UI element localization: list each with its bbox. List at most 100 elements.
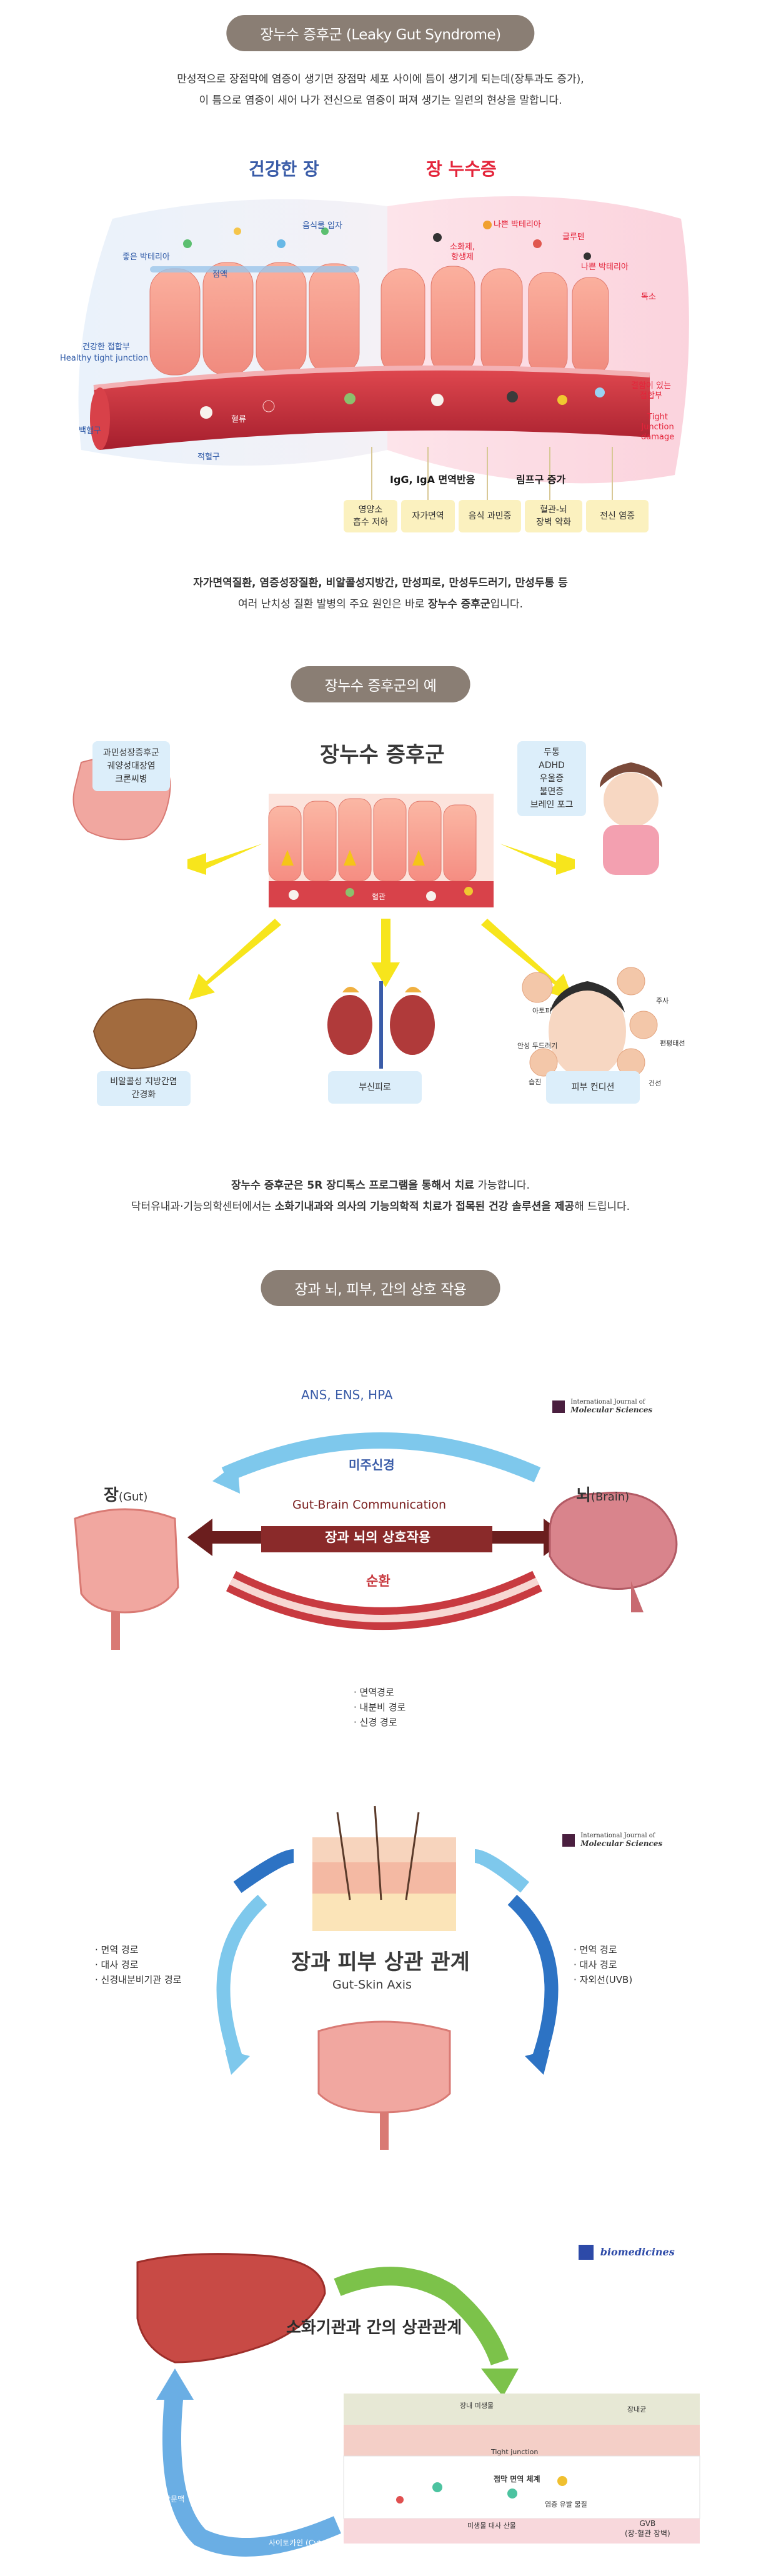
gut-brain-routes: · 면역경로 · 내분비 경로 · 신경 경로 <box>354 1685 405 1730</box>
skin-label-psoriasis: 건선 <box>649 1079 662 1087</box>
label-gbc-ko: 장과 뇌의 상호작용 <box>325 1530 431 1545</box>
gs-left-route-3: · 신경내분비기관 경로 <box>95 1974 182 1985</box>
gut-brain-diagram <box>74 1432 678 1650</box>
label-toxin: 독소 <box>641 292 656 302</box>
journal-1-big: Molecular Sciences <box>570 1405 653 1414</box>
section2-text-1: 장누수 증후군은 5R 장디톡스 프로그램을 통해서 치료 가능합니다. <box>0 1175 761 1196</box>
journal-2-small: International Journal of <box>580 1832 655 1839</box>
journal-3-name: biomedicines <box>600 2246 675 2258</box>
section2-text-1-post: 가능합니다. <box>474 1179 530 1192</box>
gs-right-route-2-text: 대사 경로 <box>579 1959 617 1970</box>
gs-left-route-2-text: 대사 경로 <box>101 1959 139 1970</box>
label-brain-en: (Brain) <box>590 1490 630 1504</box>
summary-line-2-bold: 장누수 증후군 <box>427 598 490 611</box>
section2-text-2: 닥터유내과·기능의학센터에서는 소화기내과와 의사의 기능의학적 치료가 접목된… <box>0 1196 761 1217</box>
gs-left-route-2: · 대사 경로 <box>95 1959 139 1970</box>
label-bad-bacteria: 나쁜 박테리아 <box>494 220 541 229</box>
label-food-particles: 음식물 입자 <box>302 221 342 231</box>
label-gut-en: (Gut) <box>118 1490 148 1504</box>
effect-box-3: 음식 과민증 <box>459 500 521 532</box>
intro-line-1: 만성적으로 장점막에 염증이 생기면 장점막 세포 사이에 틈이 생기게 되는데… <box>177 73 584 86</box>
gs-left-route-1: · 면역 경로 <box>95 1944 139 1955</box>
summary-line-1: 자가면역질환, 염증성장질환, 비알콜성지방간, 만성피로, 만성두드러기, 만… <box>193 577 568 589</box>
liver-label-immune: 면역 반응 <box>237 2521 267 2530</box>
gb-route-3-text: 신경 경로 <box>359 1717 397 1728</box>
box-liver: 비알콜성 지방간염 간경화 <box>97 1071 191 1106</box>
leaky-gut-diagram <box>78 196 689 500</box>
gb-route-2-text: 내분비 경로 <box>359 1702 406 1713</box>
gs-left-route-3-text: 신경내분비기관 경로 <box>101 1974 182 1985</box>
label-damaged-junction-en: Tight Junction damage <box>641 412 675 442</box>
liver-label-cytokine: 사이토카인 (Cytokine) <box>269 2539 345 2547</box>
leaky-gut-examples-diagram <box>72 756 662 1079</box>
skin-label-atopy: 아토피 <box>532 1007 552 1015</box>
gut-skin-left-routes: · 면역 경로 · 대사 경로 · 신경내분비기관 경로 <box>95 1942 182 1987</box>
gs-right-route-1-text: 면역 경로 <box>579 1944 617 1955</box>
effect-box-4: 혈관-뇌 장벽 약화 <box>525 500 582 532</box>
label-healthy-junction-en: Healthy tight junction <box>60 354 149 363</box>
summary-line-2-pre: 여러 난치성 질환 발병의 주요 원인은 바로 <box>238 598 428 611</box>
box-ibd: 과민성장증후군 궤양성대장염 크론씨병 <box>92 741 170 791</box>
section2-text-2-pre: 닥터유내과·기능의학센터에서는 <box>131 1201 275 1213</box>
label-bad-bacteria-2: 나쁜 박테리아 <box>581 262 629 272</box>
liver-label-upper: 장내균 <box>627 2405 647 2414</box>
liver-label-bile: 간 담즙 <box>199 2506 222 2515</box>
label-lymph: 림프구 증가 <box>516 474 566 486</box>
liver-label-metab: 미생물 대사 산물 <box>467 2522 516 2530</box>
label-circulation: 순환 <box>366 1574 390 1589</box>
label-ans-ens-hpa: ANS, ENS, HPA <box>301 1387 393 1402</box>
gut-skin-right-routes: · 면역 경로 · 대사 경로 · 자외선(UVB) <box>574 1942 632 1987</box>
label-brain-ko: 뇌 <box>576 1486 591 1505</box>
box-headache: 두통 ADHD 우울증 불면증 브레인 포그 <box>517 741 586 816</box>
summary-line-2-post: 입니다. <box>490 598 523 611</box>
skin-label-rosacea: 주사 <box>656 997 669 1005</box>
journal-logo-3: biomedicines <box>579 2245 675 2260</box>
section2-text-1-pre: 장누수 증후군은 5R 장디톡스 프로그램을 통해서 치료 <box>231 1179 474 1192</box>
label-gbc-en: Gut-Brain Communication <box>292 1498 446 1512</box>
gut-skin-diagram <box>216 1805 559 2150</box>
label-gluten: 글루텐 <box>562 232 585 242</box>
gb-route-1-text: 면역경로 <box>359 1687 394 1698</box>
gs-right-route-1: · 면역 경로 <box>574 1944 617 1955</box>
gb-route-3: · 신경 경로 <box>354 1717 397 1728</box>
journal-1-small: International Journal of <box>570 1399 645 1405</box>
section2-text-2-post: 해 드립니다. <box>574 1201 630 1213</box>
journal-icon <box>562 1834 575 1847</box>
label-digestive: 소화제, 항생제 <box>450 242 475 262</box>
section2-title: 장누수 증후군의 예 <box>291 666 470 702</box>
section2-center-title: 장누수 증후군 <box>320 742 445 767</box>
label-good-bacteria: 좋은 박테리아 <box>122 252 170 262</box>
section2-text-2-bold: 소화기내과와 의사의 기능의학적 치료가 접목된 건강 솔루션을 제공 <box>274 1201 575 1213</box>
label-healthy-junction: 건강한 접합부 <box>82 342 130 352</box>
label-red-cell: 적혈구 <box>197 452 220 462</box>
label-mucosa: 점액 <box>212 270 227 279</box>
gut-skin-title: 장과 피부 상관 관계 <box>291 1950 470 1975</box>
blood-vessel-label: 혈관 <box>372 892 386 901</box>
label-gut: 장(Gut) <box>104 1486 147 1507</box>
liver-label-inflame: 염증 유발 물질 <box>545 2500 587 2509</box>
effect-box-5: 전신 염증 <box>586 500 649 532</box>
heading-leaky: 장 누수증 <box>426 159 497 179</box>
liver-label-tight: Tight junction <box>491 2448 539 2456</box>
label-white-cell: 백혈구 <box>79 426 101 436</box>
gs-right-route-2: · 대사 경로 <box>574 1959 617 1970</box>
label-blood: 혈류 <box>231 415 246 424</box>
summary-line-2: 여러 난치성 질환 발병의 주요 원인은 바로 장누수 증후군입니다. <box>0 594 761 615</box>
section3-title: 장과 뇌, 피부, 간의 상호 작용 <box>261 1270 500 1306</box>
journal-2-big: Molecular Sciences <box>580 1839 663 1848</box>
skin-label-lichen: 편평태선 <box>660 1039 685 1047</box>
skin-label-eczema: 습진 <box>529 1078 542 1086</box>
journal-icon <box>579 2245 594 2260</box>
label-damaged-junction: 결함이 있는 접합부 <box>631 381 671 401</box>
liver-label-barrier: 점막 면역 체계 <box>494 2475 540 2484</box>
box-skin: 피부 컨디션 <box>546 1071 640 1104</box>
effect-box-2: 자가면역 <box>401 500 455 532</box>
liver-label-portal: 장내 미생물 <box>460 2402 494 2410</box>
gut-liver-title: 소화기관과 간의 상관관계 <box>286 2319 462 2337</box>
label-vagus: 미주신경 <box>349 1457 395 1472</box>
heading-healthy: 건강한 장 <box>249 159 319 179</box>
gb-route-2: · 내분비 경로 <box>354 1702 406 1713</box>
journal-icon <box>552 1400 565 1413</box>
